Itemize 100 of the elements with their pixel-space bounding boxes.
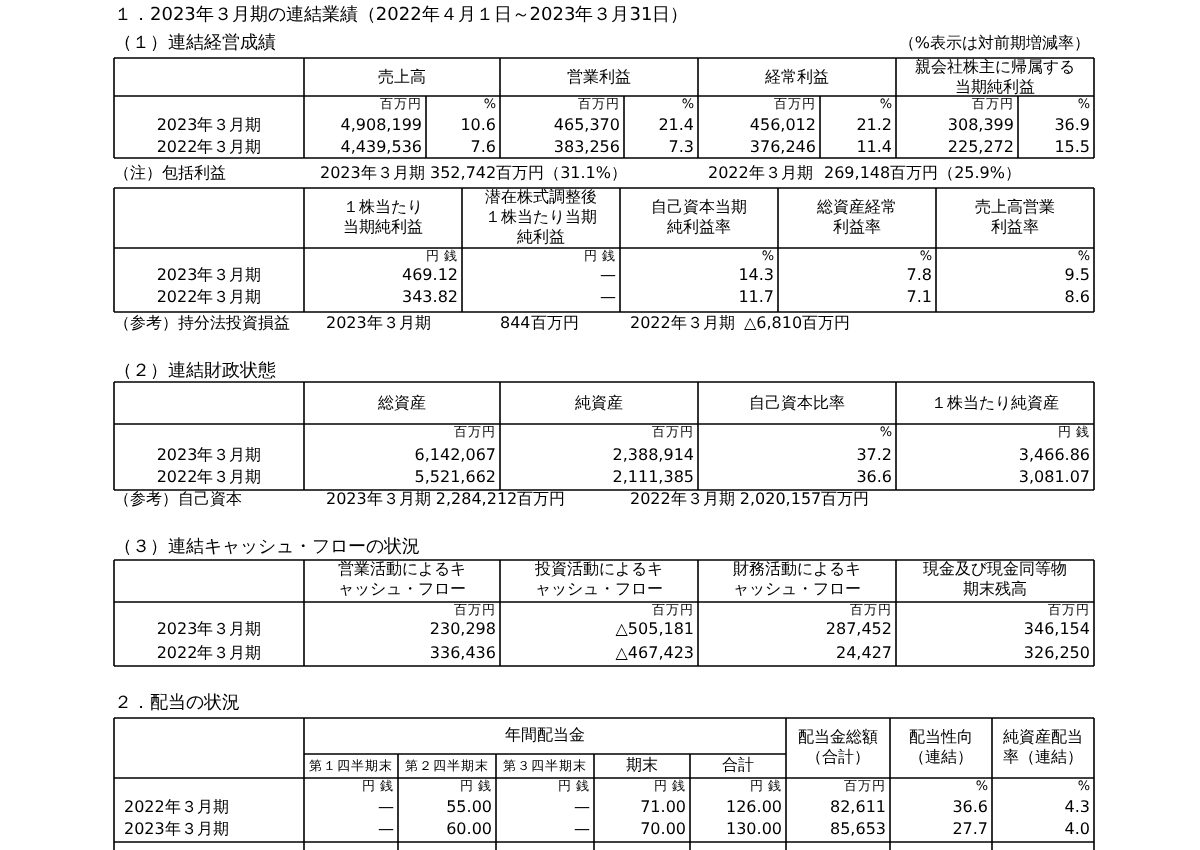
- row-label: 2023年３月期: [124, 820, 229, 840]
- table-cell-text: 10.6: [458, 116, 498, 136]
- row-label: 2022年３月期: [154, 468, 264, 488]
- column-header: 自己資本当期純利益率: [651, 198, 747, 238]
- note-text: （参考）持分法投資損益: [114, 314, 290, 334]
- table-cell-text: 346,154: [1021, 620, 1092, 640]
- table-cell-text: 55.00: [444, 798, 494, 818]
- table-cell-text: 37.2: [854, 446, 894, 466]
- table-cell-text: 9.5: [1062, 266, 1092, 286]
- column-header: 配当性向（連結）: [909, 728, 973, 768]
- column-header: 現金及び現金同等物期末残高: [923, 560, 1067, 600]
- table-cell-text: —: [376, 820, 396, 840]
- note-text: 352,742百万円（31.1%）: [430, 164, 627, 184]
- table-cell-text: △467,423: [613, 644, 696, 664]
- column-header: 潜在株式調整後１株当たり当期純利益: [485, 188, 597, 248]
- table-cell-text: 15.5: [1052, 138, 1092, 158]
- table-cell-text: 4.3: [1062, 798, 1092, 818]
- table-cell-text: 2,111,385: [610, 468, 696, 488]
- table-cell-text: 287,452: [823, 620, 894, 640]
- table-cell-text: 4,439,536: [338, 138, 424, 158]
- column-header: 期末: [624, 756, 660, 776]
- note-text: 2023年３月期: [320, 164, 425, 184]
- row-label: 2022年３月期: [124, 798, 229, 818]
- table-cell-text: 230,298: [427, 620, 498, 640]
- section-heading: ２．配当の状況: [114, 694, 240, 714]
- table-cell-text: 343.82: [400, 288, 460, 308]
- table-cell-text: 383,256: [551, 138, 622, 158]
- column-header: １株当たり当期純利益: [343, 198, 423, 238]
- section-heading: （１）連結経営成績: [114, 34, 276, 54]
- table-cell-text: 11.7: [736, 288, 776, 308]
- table-cell-text: 3,466.86: [1016, 446, 1092, 466]
- note-text: （%表示は対前期増減率）: [896, 34, 1092, 54]
- column-header: 経常利益: [763, 68, 831, 88]
- table-cell-text: —: [598, 266, 618, 286]
- table-cell-text: 4,908,199: [338, 116, 424, 136]
- table-cell-text: 27.7: [950, 820, 990, 840]
- column-header: 財務活動によるキャッシュ・フロー: [733, 560, 861, 600]
- note-text: 269,148百万円（25.9%）: [824, 164, 1021, 184]
- note-text: △6,810百万円: [744, 314, 851, 334]
- row-label: 2023年３月期: [154, 446, 264, 466]
- note-text: 2022年３月期 2,020,157百万円: [630, 490, 870, 510]
- column-header: 営業利益: [565, 68, 633, 88]
- note-text: 2022年３月期: [630, 314, 735, 334]
- table-cell-text: 7.6: [468, 138, 498, 158]
- note-text: （注）包括利益: [114, 164, 226, 184]
- table-cell-text: 14.3: [736, 266, 776, 286]
- table-cell-text: —: [572, 820, 592, 840]
- table-cell-text: 71.00: [638, 798, 688, 818]
- table-cell-text: 376,246: [747, 138, 818, 158]
- row-label: 2023年３月期: [154, 620, 264, 640]
- table-cell-text: 126.00: [724, 798, 784, 818]
- note-text: 2023年３月期: [326, 314, 431, 334]
- table-cell-text: 469.12: [400, 266, 460, 286]
- table-cell-text: 4.0: [1062, 820, 1092, 840]
- row-label: 2023年３月期: [154, 116, 264, 136]
- column-header: 配当金総額（合計）: [798, 728, 878, 768]
- table-cell-text: 21.4: [656, 116, 696, 136]
- section-heading: （３）連結キャッシュ・フローの状況: [114, 538, 420, 558]
- table-cell-text: 2,388,914: [610, 446, 696, 466]
- column-header: 総資産: [376, 394, 428, 414]
- column-header: 投資活動によるキャッシュ・フロー: [535, 560, 663, 600]
- column-header: 純資産: [573, 394, 625, 414]
- table-cell-text: 225,272: [945, 138, 1016, 158]
- table-cell-text: —: [598, 288, 618, 308]
- column-header: １株当たり純資産: [929, 394, 1061, 414]
- table-cell-text: 60.00: [444, 820, 494, 840]
- table-cell-text: 36.9: [1052, 116, 1092, 136]
- note-text: （参考）自己資本: [114, 490, 242, 510]
- column-header: 年間配当金: [503, 726, 587, 746]
- table-cell-text: 70.00: [638, 820, 688, 840]
- table-cell-text: 8.6: [1062, 288, 1092, 308]
- row-label: 2022年３月期: [154, 138, 264, 158]
- table-cell-text: 326,250: [1021, 644, 1092, 664]
- section-heading: １．2023年３月期の連結業績（2022年４月１日～2023年３月31日）: [114, 6, 689, 26]
- table-cell-text: 85,653: [828, 820, 888, 840]
- table-cell-text: 465,370: [551, 116, 622, 136]
- row-label: 2022年３月期: [154, 288, 264, 308]
- column-header: 総資産経常利益率: [817, 198, 897, 238]
- column-header: 売上高: [376, 68, 428, 88]
- note-text: 2023年３月期 2,284,212百万円: [326, 490, 566, 510]
- table-cell-text: 3,081.07: [1016, 468, 1092, 488]
- column-header: 自己資本比率: [747, 394, 847, 414]
- table-cell-text: 336,436: [427, 644, 498, 664]
- table-cell-text: 82,611: [828, 798, 888, 818]
- column-header: 純資産配当率（連結）: [1003, 728, 1083, 768]
- table-cell-text: 456,012: [747, 116, 818, 136]
- table-cell-text: 21.2: [854, 116, 894, 136]
- column-header: 売上高営業利益率: [975, 198, 1055, 238]
- section-heading: （２）連結財政状態: [114, 362, 276, 382]
- table-cell-text: 11.4: [854, 138, 894, 158]
- table-cell-text: 6,142,067: [412, 446, 498, 466]
- column-header: 営業活動によるキャッシュ・フロー: [338, 560, 466, 600]
- table-cell-text: 36.6: [854, 468, 894, 488]
- column-header: 合計: [720, 756, 756, 776]
- column-header: 親会社株主に帰属する当期純利益: [915, 58, 1075, 98]
- table-cell-text: —: [572, 798, 592, 818]
- note-text: 844百万円: [500, 314, 579, 334]
- table-cell-text: 5,521,662: [412, 468, 498, 488]
- row-label: 2023年３月期: [154, 266, 264, 286]
- table-cell-text: 7.1: [904, 288, 934, 308]
